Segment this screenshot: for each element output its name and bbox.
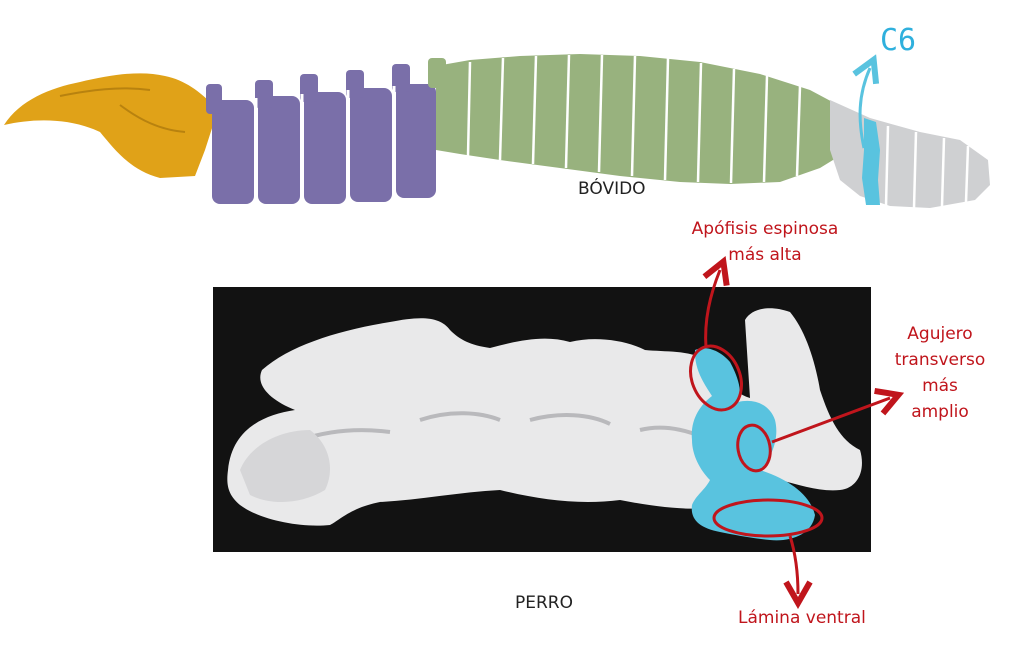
sacrum-region xyxy=(4,73,214,178)
spinous-process-label-line2: más alta xyxy=(728,245,802,265)
transverse-foramen-label-line4: amplio xyxy=(911,402,969,422)
transverse-foramen-marker xyxy=(736,423,772,473)
ventral-lamina-arrow xyxy=(790,535,798,594)
spinous-process-label: Apófisis espinosa más alta xyxy=(690,216,840,268)
transverse-foramen-label-line1: Agujero xyxy=(907,324,973,344)
ventral-lamina-marker xyxy=(712,498,824,538)
transverse-foramen-arrow xyxy=(771,398,890,444)
transverse-foramen-label-line3: más xyxy=(922,376,958,396)
spinous-process-label-line1: Apófisis espinosa xyxy=(691,219,839,239)
bovine-spine-illustration xyxy=(4,54,990,209)
transverse-foramen-label-line2: transverso xyxy=(894,350,986,370)
lumbar-region xyxy=(206,64,436,204)
spinous-process-arrow xyxy=(706,270,720,349)
spinous-process-marker xyxy=(689,344,743,412)
c6-vertebra-highlight xyxy=(862,118,880,205)
ventral-lamina-label: Lámina ventral xyxy=(738,608,866,628)
transverse-foramen-label: Agujero transverso más amplio xyxy=(892,321,988,425)
thoracic-region xyxy=(428,54,850,184)
dog-c6-highlight xyxy=(691,348,815,541)
dog-vertebra-photo xyxy=(213,287,871,552)
perro-caption: PERRO xyxy=(515,593,573,613)
bovido-caption: BÓVIDO xyxy=(578,179,646,199)
c6-pointer-arrow xyxy=(860,68,870,149)
c6-label: C6 xyxy=(880,23,917,58)
